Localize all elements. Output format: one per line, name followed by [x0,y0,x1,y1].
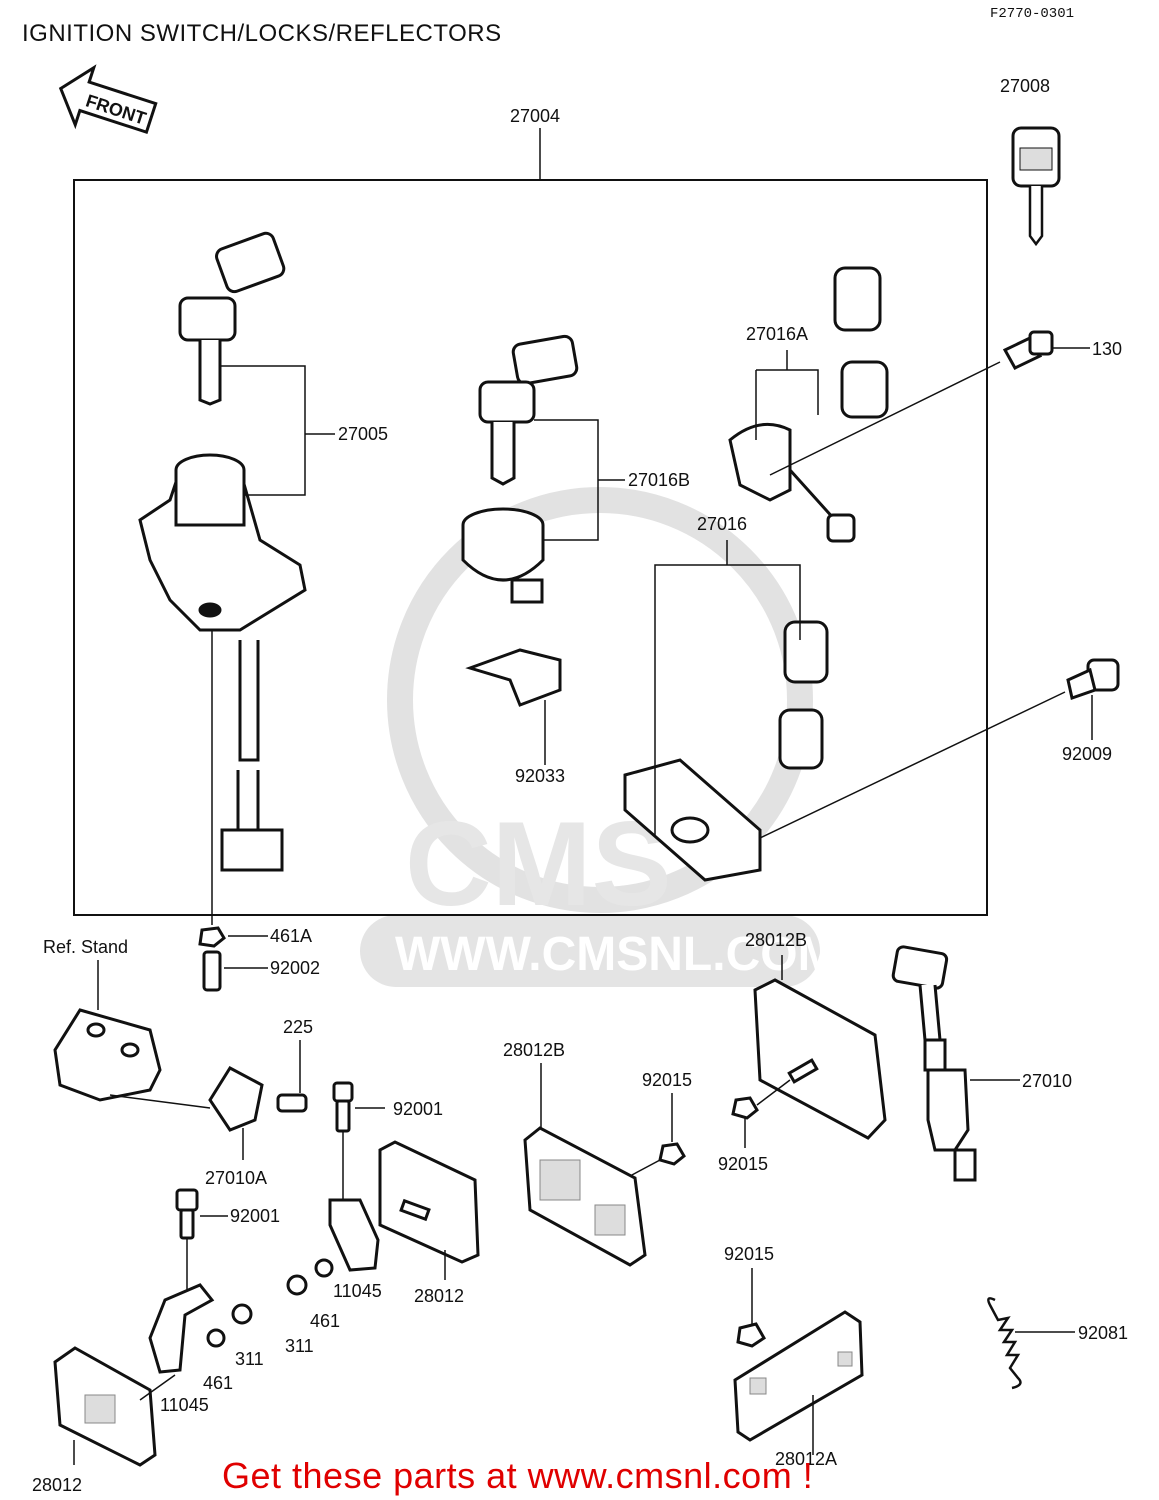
nut-icon [658,1142,686,1166]
part-label: 92002 [270,958,320,978]
assembly-box [73,179,988,916]
part-label: 27016 [697,514,747,534]
watermark: CMS WWW.CMSNL.COM [360,487,838,987]
nut-icon [736,1322,766,1348]
reflector-icon [53,1346,157,1467]
reflector-icon [753,978,887,1140]
ignition-switch-icon [138,231,307,872]
nut-icon [731,1096,759,1120]
part-label: 27008 [1000,76,1050,96]
watermark-logo: CMS [405,797,672,931]
part-label: 27004 [510,106,560,126]
part-label: 461 [310,1311,340,1331]
reflector-icon [523,1126,647,1267]
part-label: 11045 [333,1281,382,1301]
spring-icon [987,1297,1022,1390]
part-label: 92001 [393,1099,443,1119]
part-label: 27005 [338,424,388,444]
part-label: 92015 [724,1244,774,1264]
reflector-icon [378,1140,480,1264]
stand-switch-icon [208,1066,308,1132]
front-arrow-icon: FRONT [58,64,158,135]
part-label: 311 [285,1336,314,1356]
lock-cylinder-icon [461,334,579,604]
bracket-icon [148,1188,253,1374]
brake-switch-icon [891,945,977,1182]
part-label: 461 [203,1373,233,1393]
part-label: 130 [1092,339,1122,359]
watermark-url: WWW.CMSNL.COM [395,928,838,981]
page-title: IGNITION SWITCH/LOCKS/REFLECTORS [22,20,502,47]
part-label: 225 [283,1017,313,1037]
nut-icon [198,926,226,992]
clip-icon [465,648,562,707]
part-label: 11045 [160,1395,209,1415]
part-label: 28012 [32,1475,82,1495]
part-label: 27016A [746,324,808,344]
lock-set-icon [623,620,829,882]
figure-code: F2770-0301 [990,6,1075,22]
stand-bracket-icon [53,1008,162,1102]
bolt-icon [1002,330,1054,370]
part-label: 92015 [718,1154,768,1174]
ref-stand-label: Ref. Stand [43,937,128,957]
reflector-icon [733,1310,864,1442]
part-label: 92009 [1062,744,1112,764]
bolt-icon [1066,658,1120,700]
part-label: 27010A [205,1168,267,1188]
bracket-icon [286,1081,380,1296]
part-label: 28012B [745,930,807,950]
part-label: 28012A [775,1449,837,1469]
part-label: 92081 [1078,1323,1128,1343]
part-label: 92033 [515,766,565,786]
part-label: 28012 [414,1286,464,1306]
part-label: 92001 [230,1206,280,1226]
part-label: 461A [270,926,312,946]
key-icon [1011,126,1061,247]
helmet-lock-icon [728,266,889,543]
part-label: 92015 [642,1070,692,1090]
part-label: 27016B [628,470,690,490]
part-label: 27010 [1022,1071,1072,1091]
part-label: 311 [235,1349,264,1369]
footer-link[interactable]: Get these parts at www.cmsnl.com ! [222,1455,814,1496]
part-label: 28012B [503,1040,565,1060]
